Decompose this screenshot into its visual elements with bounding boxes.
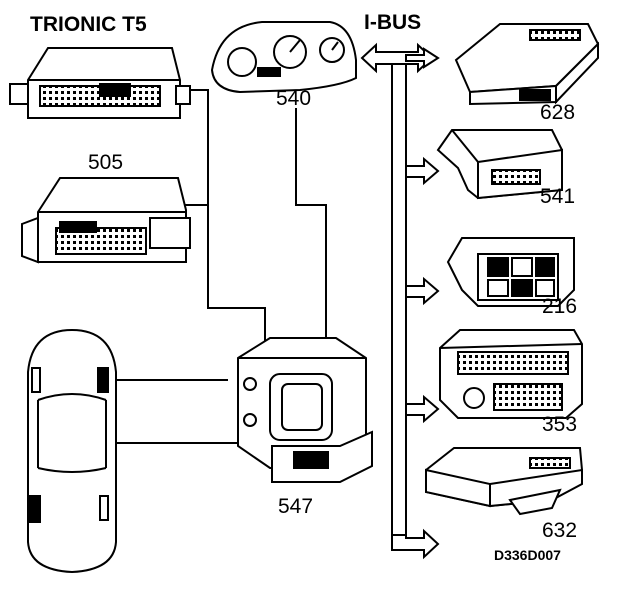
module-628 <box>454 23 600 106</box>
module-632 <box>425 447 584 516</box>
module-632-label: 632 <box>542 519 578 542</box>
ibus-bus <box>360 42 440 560</box>
ecu-505-label: 505 <box>88 151 124 174</box>
ibus-branch-541 <box>405 156 440 186</box>
abs-unit <box>237 337 373 483</box>
module-541 <box>436 129 563 200</box>
abs-547-label: 547 <box>278 495 314 518</box>
ibus-bottom-arrow <box>391 528 440 560</box>
trionic-ecu <box>9 47 191 119</box>
module-541-label: 541 <box>540 185 576 208</box>
module-353 <box>439 329 583 419</box>
trionic-label: TRIONIC T5 <box>30 13 147 36</box>
front-right-wheel <box>97 367 109 393</box>
ibus-label: I-BUS <box>364 11 422 34</box>
drawing-id: D336D007 <box>494 547 561 563</box>
module-628-label: 628 <box>540 101 576 124</box>
module-216 <box>446 237 575 307</box>
wire-cluster-to-abs <box>295 108 327 445</box>
rear-left-wheel <box>29 495 41 523</box>
cluster-540-label: 540 <box>276 87 312 110</box>
rear-right-wheel <box>99 495 109 521</box>
front-left-wheel <box>31 367 41 393</box>
instrument-cluster <box>210 21 357 94</box>
module-216-label: 216 <box>542 295 578 318</box>
ibus-branch-628 <box>405 47 440 69</box>
ibus-trunk <box>391 63 407 543</box>
ibus-branch-353 <box>405 394 440 424</box>
ibus-branch-216 <box>405 276 440 306</box>
module-353-label: 353 <box>542 413 578 436</box>
wire-trionic-to-abs <box>180 89 266 350</box>
car-outline <box>27 328 117 574</box>
ecu-505 <box>21 177 191 264</box>
